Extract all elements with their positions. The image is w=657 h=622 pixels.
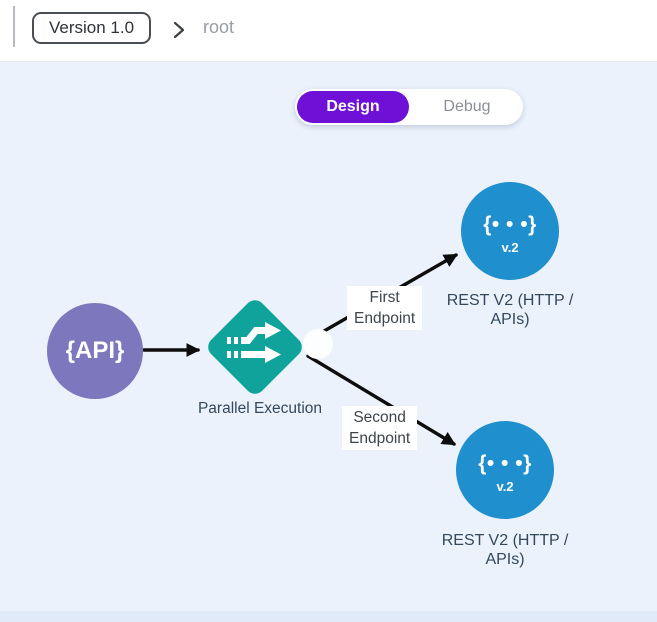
version-badge: v.2	[496, 479, 514, 494]
edge-label-first-endpoint[interactable]: First Endpoint	[347, 286, 423, 330]
caption-line: APIs)	[485, 551, 525, 568]
caption-line: REST V2 (HTTP /	[446, 292, 574, 309]
rest-v2-caption-second: REST V2 (HTTP / APIs)	[425, 531, 585, 569]
rest-braces-icon: {• • •}	[478, 452, 532, 475]
version-badge: v.2	[501, 240, 519, 255]
api-node-label: {API}	[65, 337, 125, 364]
tab-design[interactable]: Design	[297, 91, 409, 123]
api-node[interactable]: {API}	[47, 303, 143, 399]
edge-label-second-endpoint[interactable]: Second Endpoint	[342, 406, 418, 450]
breadcrumb-current[interactable]: root	[203, 17, 235, 37]
edge-label-line: Second	[353, 409, 406, 426]
caption-line: REST V2 (HTTP /	[441, 532, 569, 549]
canvas-bottom-strip	[0, 611, 657, 622]
edge-label-line: Endpoint	[349, 430, 411, 447]
rest-v2-node-second[interactable]: {• • •} v.2	[456, 421, 554, 519]
edge-label-line: Endpoint	[354, 310, 416, 327]
rest-braces-icon: {• • •}	[483, 213, 537, 236]
parallel-node-caption: Parallel Execution	[197, 400, 323, 417]
rest-v2-node-first[interactable]: {• • •} v.2	[461, 182, 559, 280]
caption-line: APIs)	[490, 311, 530, 328]
chevron-right-icon	[172, 20, 186, 40]
output-port[interactable]	[303, 329, 333, 359]
mode-toggle: Design Debug	[295, 89, 523, 125]
tab-debug[interactable]: Debug	[443, 98, 491, 115]
version-button[interactable]: Version 1.0	[32, 12, 152, 44]
edge-label-line: First	[369, 289, 400, 306]
parallel-arrows-icon	[227, 322, 287, 372]
topbar-left-divider	[13, 6, 15, 47]
top-bar: Version 1.0 root	[0, 0, 657, 62]
rest-v2-caption-first: REST V2 (HTTP / APIs)	[430, 291, 590, 329]
